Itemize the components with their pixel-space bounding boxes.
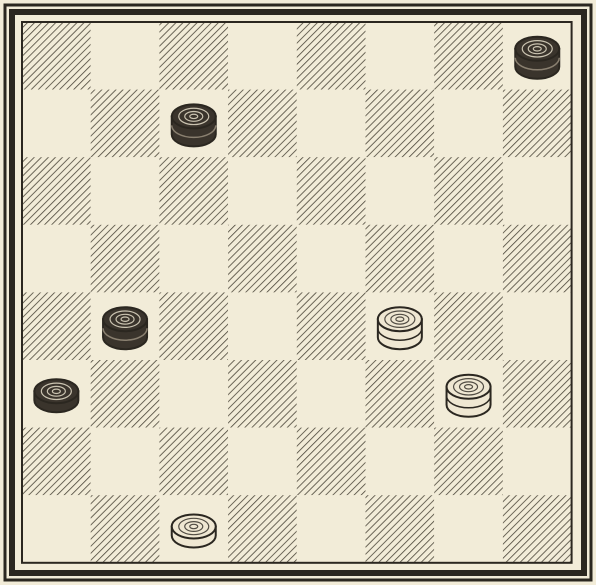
light-square[interactable] (91, 157, 160, 225)
dark-square[interactable] (503, 90, 572, 158)
dark-square[interactable] (159, 157, 228, 225)
light-square[interactable] (228, 157, 297, 225)
white-piece-king[interactable] (447, 375, 491, 417)
light-square[interactable] (434, 225, 503, 293)
dark-square[interactable] (91, 225, 160, 293)
light-square[interactable] (22, 90, 91, 158)
light-square[interactable] (22, 495, 91, 563)
dark-square[interactable] (366, 225, 435, 293)
dark-square[interactable] (366, 90, 435, 158)
dark-square[interactable] (91, 90, 160, 158)
dark-square[interactable] (228, 90, 297, 158)
white-piece-king[interactable] (378, 307, 422, 349)
dark-square[interactable] (22, 292, 91, 360)
dark-square[interactable] (434, 157, 503, 225)
dark-square[interactable] (366, 360, 435, 428)
dark-square[interactable] (159, 292, 228, 360)
light-square[interactable] (366, 428, 435, 496)
dark-square[interactable] (22, 428, 91, 496)
dark-square[interactable] (434, 22, 503, 90)
dark-square[interactable] (297, 22, 366, 90)
light-square[interactable] (297, 495, 366, 563)
dark-square[interactable] (159, 428, 228, 496)
black-piece-king[interactable] (172, 104, 216, 146)
dark-square[interactable] (434, 292, 503, 360)
dark-square[interactable] (91, 495, 160, 563)
dark-square[interactable] (297, 428, 366, 496)
dark-square[interactable] (297, 157, 366, 225)
dark-square[interactable] (228, 225, 297, 293)
dark-square[interactable] (22, 157, 91, 225)
dark-square[interactable] (434, 428, 503, 496)
light-square[interactable] (159, 225, 228, 293)
dark-square[interactable] (228, 360, 297, 428)
light-square[interactable] (297, 360, 366, 428)
light-square[interactable] (503, 157, 572, 225)
dark-square[interactable] (366, 495, 435, 563)
light-square[interactable] (366, 22, 435, 90)
light-square[interactable] (228, 22, 297, 90)
dark-square[interactable] (503, 360, 572, 428)
white-piece[interactable] (172, 515, 216, 548)
light-square[interactable] (22, 225, 91, 293)
dark-square[interactable] (159, 22, 228, 90)
dark-square[interactable] (297, 292, 366, 360)
light-square[interactable] (503, 428, 572, 496)
dark-square[interactable] (503, 495, 572, 563)
light-square[interactable] (434, 90, 503, 158)
dark-square[interactable] (228, 495, 297, 563)
black-piece[interactable] (34, 379, 78, 412)
light-square[interactable] (297, 90, 366, 158)
black-piece-king[interactable] (515, 37, 559, 79)
light-square[interactable] (91, 428, 160, 496)
dark-square[interactable] (503, 225, 572, 293)
light-square[interactable] (228, 428, 297, 496)
light-square[interactable] (228, 292, 297, 360)
light-square[interactable] (366, 157, 435, 225)
dark-square[interactable] (91, 360, 160, 428)
dark-square[interactable] (22, 22, 91, 90)
light-square[interactable] (159, 360, 228, 428)
light-square[interactable] (503, 292, 572, 360)
light-square[interactable] (91, 22, 160, 90)
light-square[interactable] (297, 225, 366, 293)
light-square[interactable] (434, 495, 503, 563)
black-piece-king[interactable] (103, 307, 147, 349)
